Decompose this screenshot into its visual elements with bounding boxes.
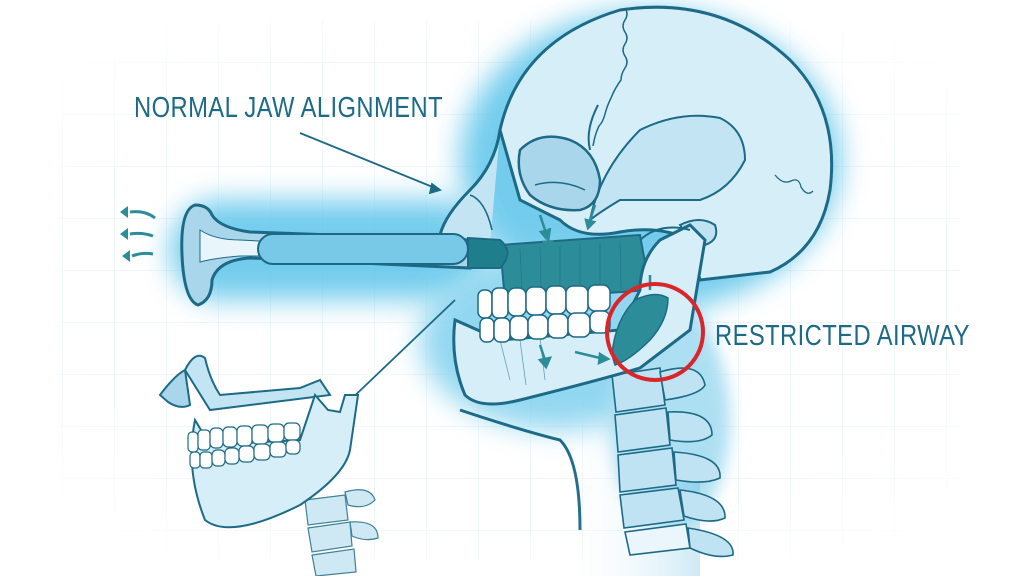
label-normal-jaw-alignment: NORMAL JAW ALIGNMENT [134,92,444,124]
airflow-arrows-icon [120,206,156,262]
label-restricted-airway: RESTRICTED AIRWAY [715,320,970,352]
flow-arrows [537,204,652,370]
skull [438,5,834,282]
airway-obstruction [611,293,669,366]
pointer-lines [299,132,456,406]
nasal-airway-device[interactable] [180,203,509,307]
normal-jaw-illustration [158,354,379,577]
restricted-airway-highlight [605,282,705,382]
teeth [477,284,611,343]
